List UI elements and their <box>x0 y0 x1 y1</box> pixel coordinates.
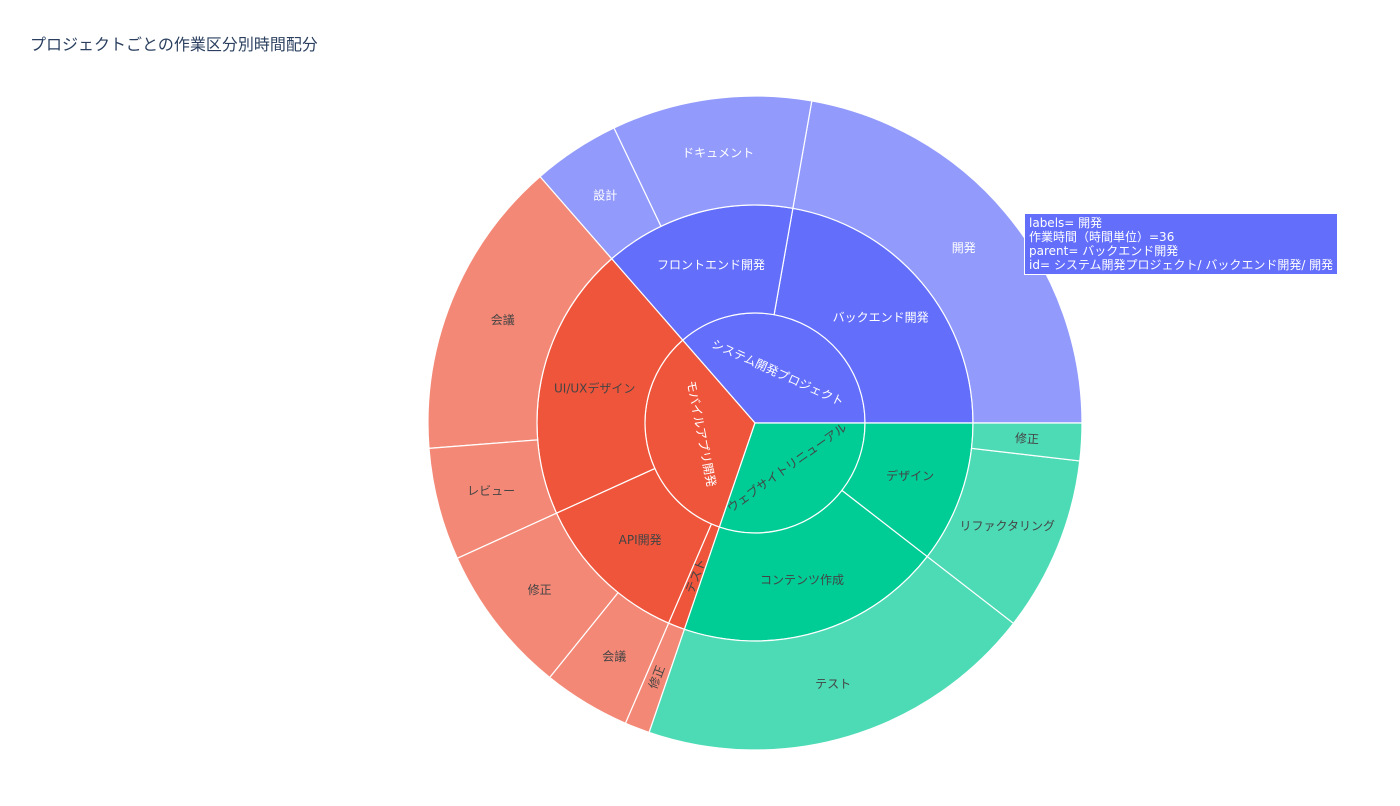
sunburst-label-d1: フロントエンド開発 <box>657 258 765 272</box>
sunburst-label-d2: ドキュメント <box>682 146 754 160</box>
sunburst-label-d1: バックエンド開発 <box>833 311 929 325</box>
sunburst-label-d1: コンテンツ作成 <box>760 573 844 587</box>
sunburst-label-d2: 修正 <box>528 582 552 597</box>
sunburst-label-d2: 会議 <box>491 313 515 327</box>
sunburst-label-d2: 開発 <box>952 241 976 255</box>
tooltip-line-id: id= システム開発プロジェクト/ バックエンド開発/ 開発 <box>1029 258 1334 272</box>
hover-tooltip: labels= 開発 作業時間（時間単位）=36 parent= バックエンド開… <box>1024 213 1339 275</box>
tooltip-line-value: 作業時間（時間単位）=36 <box>1029 230 1175 244</box>
sunburst-label-d2: テスト <box>815 677 851 691</box>
chart-title: プロジェクトごとの作業区分別時間配分 <box>30 35 318 54</box>
sunburst-label-d2: レビュー <box>467 484 515 498</box>
sunburst-segment-d2[interactable] <box>970 422 1083 462</box>
sunburst-label-d1: UI/UXデザイン <box>554 380 635 395</box>
sunburst-segment-d2[interactable] <box>648 555 1015 751</box>
sunburst-label-d1: API開発 <box>619 533 662 547</box>
tooltip-line-label: labels= 開発 <box>1029 216 1103 230</box>
sunburst-label-d1: デザイン <box>886 468 934 483</box>
sunburst-label-d2: リファクタリング <box>959 519 1055 533</box>
sunburst-segment-d2[interactable] <box>792 100 1083 424</box>
sunburst-label-d2: 修正 <box>1015 430 1040 446</box>
sunburst-label-d2: 設計 <box>593 187 617 202</box>
tooltip-line-parent: parent= バックエンド開発 <box>1029 244 1179 258</box>
sunburst-label-d2: 会議 <box>602 649 626 663</box>
